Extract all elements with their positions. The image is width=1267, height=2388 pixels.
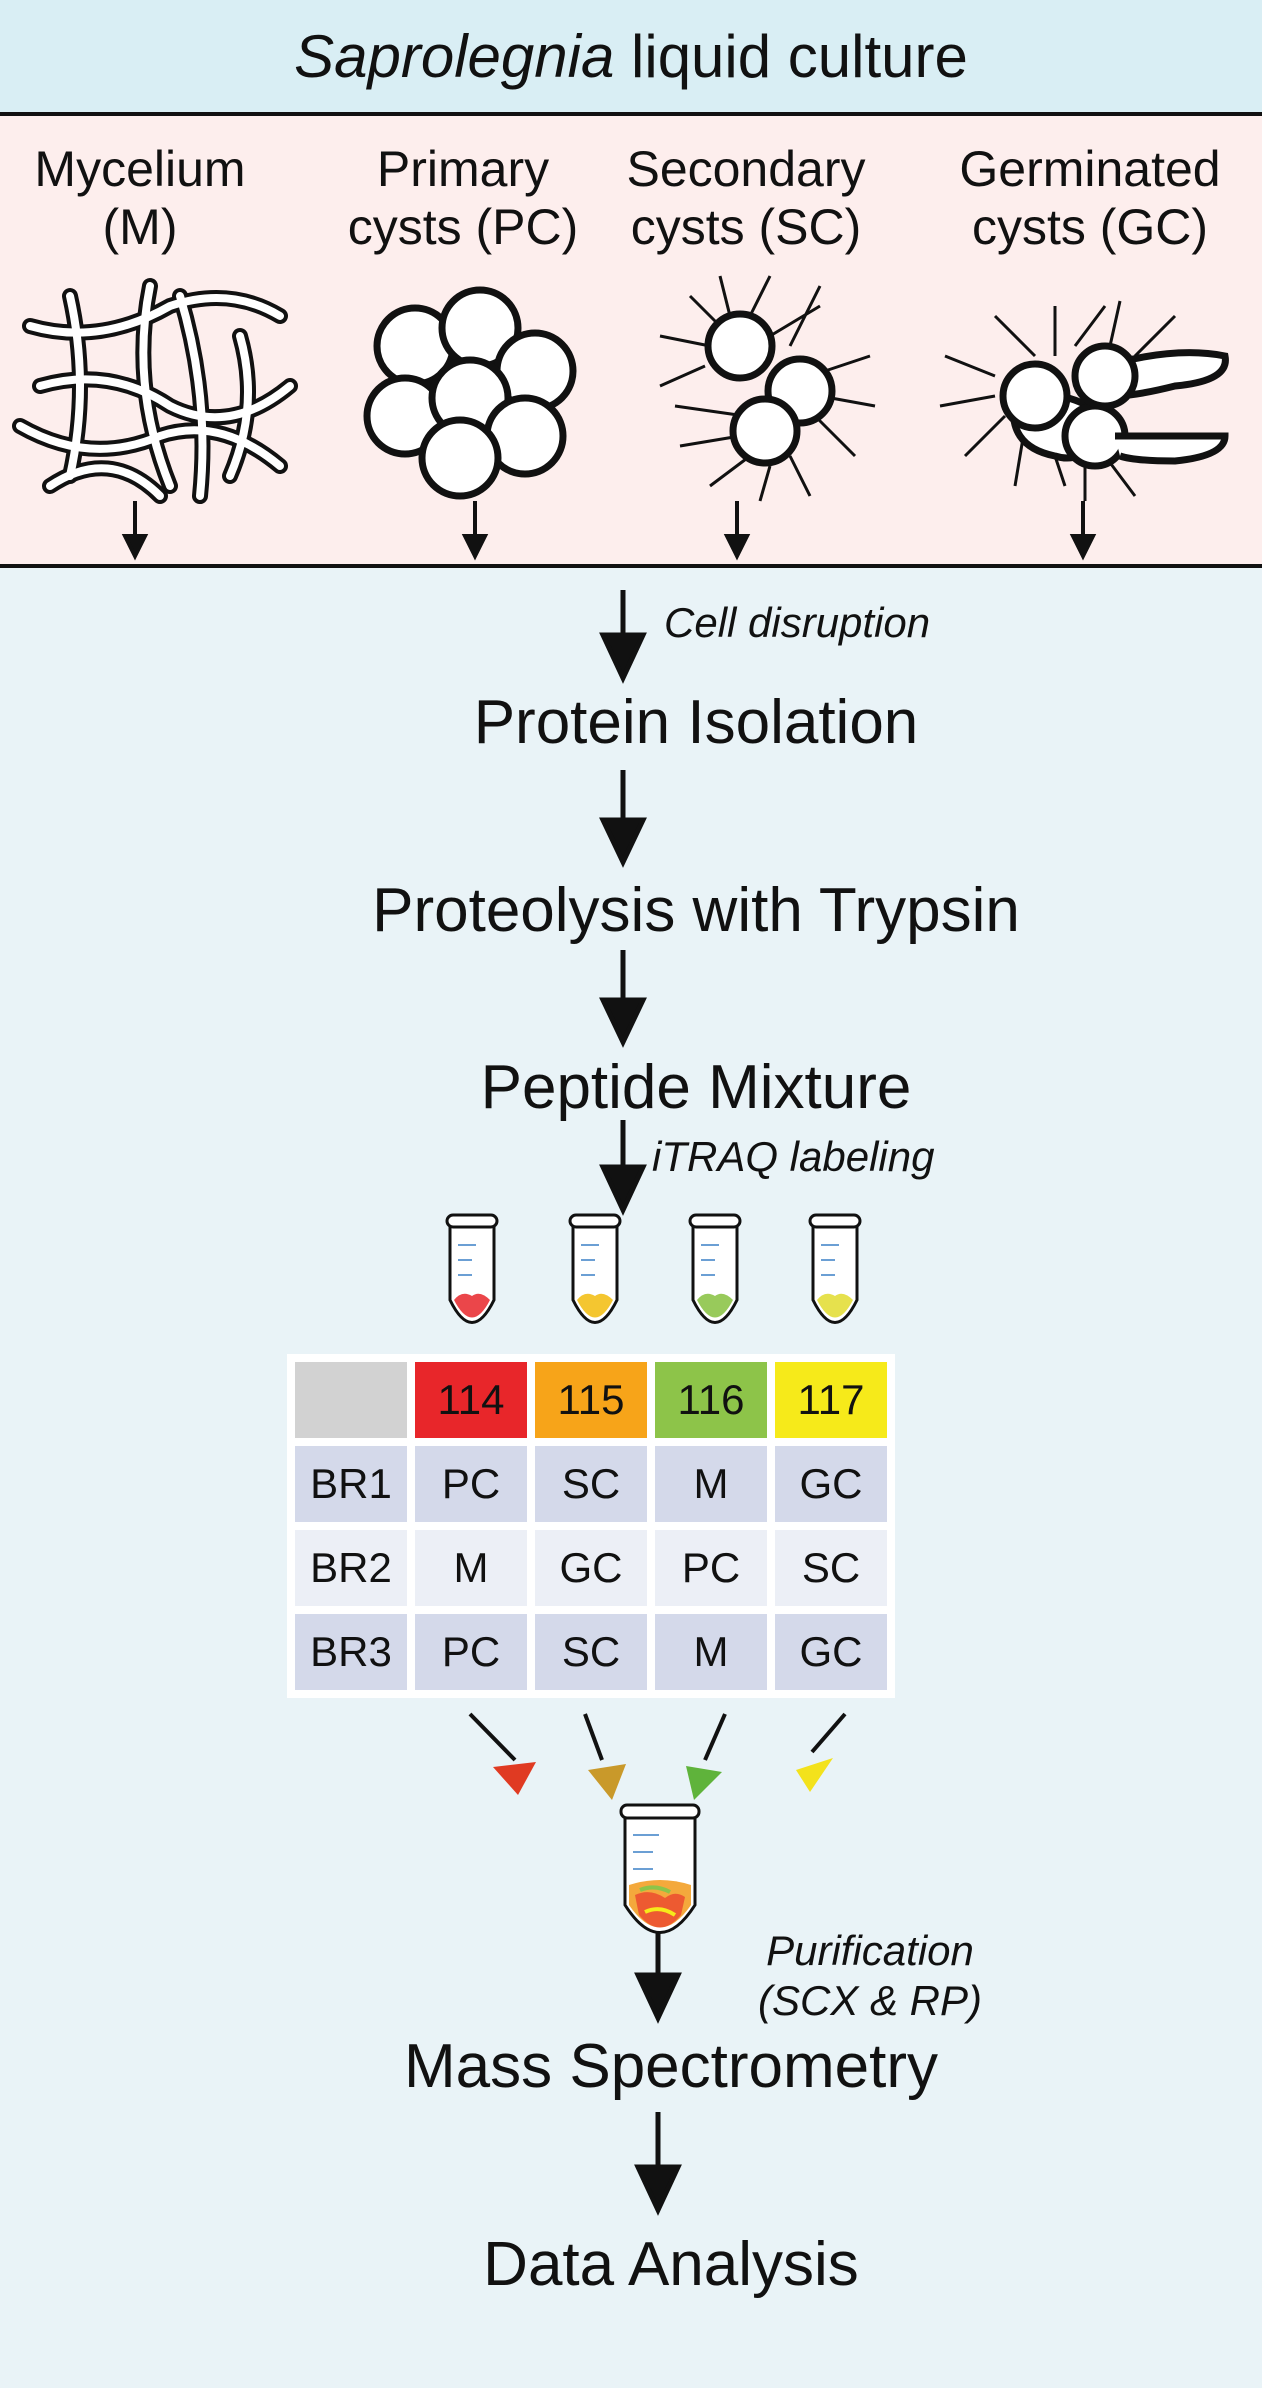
itraq-label-table: 114 115 116 117 BR1 PC SC M GC BR2 M GC … xyxy=(287,1354,895,1698)
tag-header-row: 114 115 116 117 xyxy=(295,1362,887,1438)
tube-114-icon xyxy=(445,1213,499,1324)
stage-label-primary-cysts: Primary cysts (PC) xyxy=(313,140,613,256)
table-cell: GC xyxy=(775,1446,887,1522)
primary-cysts-icon xyxy=(363,286,577,500)
tube-116-icon xyxy=(688,1213,742,1324)
stage-line2: cysts (GC) xyxy=(971,199,1209,255)
tag-cell-116: 116 xyxy=(655,1362,767,1438)
note-purification: Purification (SCX & RP) xyxy=(720,1926,1020,2026)
tag-cell-114: 114 xyxy=(415,1362,527,1438)
pooled-tube-icon xyxy=(619,1803,701,1934)
mycelium-icon xyxy=(12,278,298,504)
table-row-br1: BR1 PC SC M GC xyxy=(295,1446,887,1522)
arrow-head xyxy=(599,632,647,684)
step-peptide-mixture: Peptide Mixture xyxy=(480,1053,912,1122)
replicate-label: BR1 xyxy=(295,1446,407,1522)
table-cell: PC xyxy=(415,1614,527,1690)
stage-label-germinated-cysts: Germinated cysts (GC) xyxy=(940,140,1240,256)
table-cell: M xyxy=(415,1530,527,1606)
table-cell: GC xyxy=(535,1530,647,1606)
tube-115-icon xyxy=(568,1213,622,1324)
step-proteolysis: Proteolysis with Trypsin xyxy=(372,876,1020,945)
culture-stages-panel: Mycelium (M) Primary cysts (PC) Secondar… xyxy=(0,116,1262,568)
stage-line2: (M) xyxy=(102,199,178,255)
note-cell-disruption: Cell disruption xyxy=(664,599,931,646)
table-cell: M xyxy=(655,1614,767,1690)
merge-arrow-115 xyxy=(588,1764,626,1800)
merge-arrow-114 xyxy=(493,1762,536,1795)
tag-cell-117: 117 xyxy=(775,1362,887,1438)
table-cell: PC xyxy=(655,1530,767,1606)
table-cell: SC xyxy=(775,1530,887,1606)
table-row-br3: BR3 PC SC M GC xyxy=(295,1614,887,1690)
stage-label-mycelium: Mycelium (M) xyxy=(0,140,290,256)
labeled-tubes xyxy=(445,1213,862,1324)
replicate-label: BR2 xyxy=(295,1530,407,1606)
stage-line1: Germinated xyxy=(959,141,1221,197)
step-data-analysis: Data Analysis xyxy=(483,2230,859,2299)
stage-line1: Primary xyxy=(376,141,550,197)
step-protein-isolation: Protein Isolation xyxy=(473,688,919,757)
tube-117-icon xyxy=(808,1213,862,1324)
header-title-rest: liquid culture xyxy=(614,22,968,90)
table-corner-cell xyxy=(295,1362,407,1438)
header-organism: Saprolegnia xyxy=(294,22,615,90)
germinated-cysts-icon xyxy=(939,300,1229,501)
secondary-cysts-icon xyxy=(659,275,876,502)
note-itraq-labeling: iTRAQ labeling xyxy=(652,1133,935,1180)
stage-line1: Mycelium xyxy=(34,141,246,197)
step-mass-spectrometry: Mass Spectrometry xyxy=(403,2032,939,2101)
diagram-header: Saprolegnia liquid culture xyxy=(0,0,1262,116)
merge-arrow-117 xyxy=(796,1758,833,1792)
tag-cell-115: 115 xyxy=(535,1362,647,1438)
replicate-label: BR3 xyxy=(295,1614,407,1690)
stage-down-arrows xyxy=(121,501,1097,561)
table-cell: SC xyxy=(535,1446,647,1522)
table-cell: GC xyxy=(775,1614,887,1690)
table-cell: M xyxy=(655,1446,767,1522)
stage-line1: Secondary xyxy=(626,141,866,197)
table-row-br2: BR2 M GC PC SC xyxy=(295,1530,887,1606)
purification-line2: (SCX & RP) xyxy=(757,1977,983,2024)
table-cell: PC xyxy=(415,1446,527,1522)
stage-line2: cysts (SC) xyxy=(630,199,862,255)
stage-label-secondary-cysts: Secondary cysts (SC) xyxy=(596,140,896,256)
table-cell: SC xyxy=(535,1614,647,1690)
stage-line2: cysts (PC) xyxy=(347,199,579,255)
purification-line1: Purification xyxy=(766,1927,974,1974)
merge-arrow-116 xyxy=(686,1766,722,1800)
